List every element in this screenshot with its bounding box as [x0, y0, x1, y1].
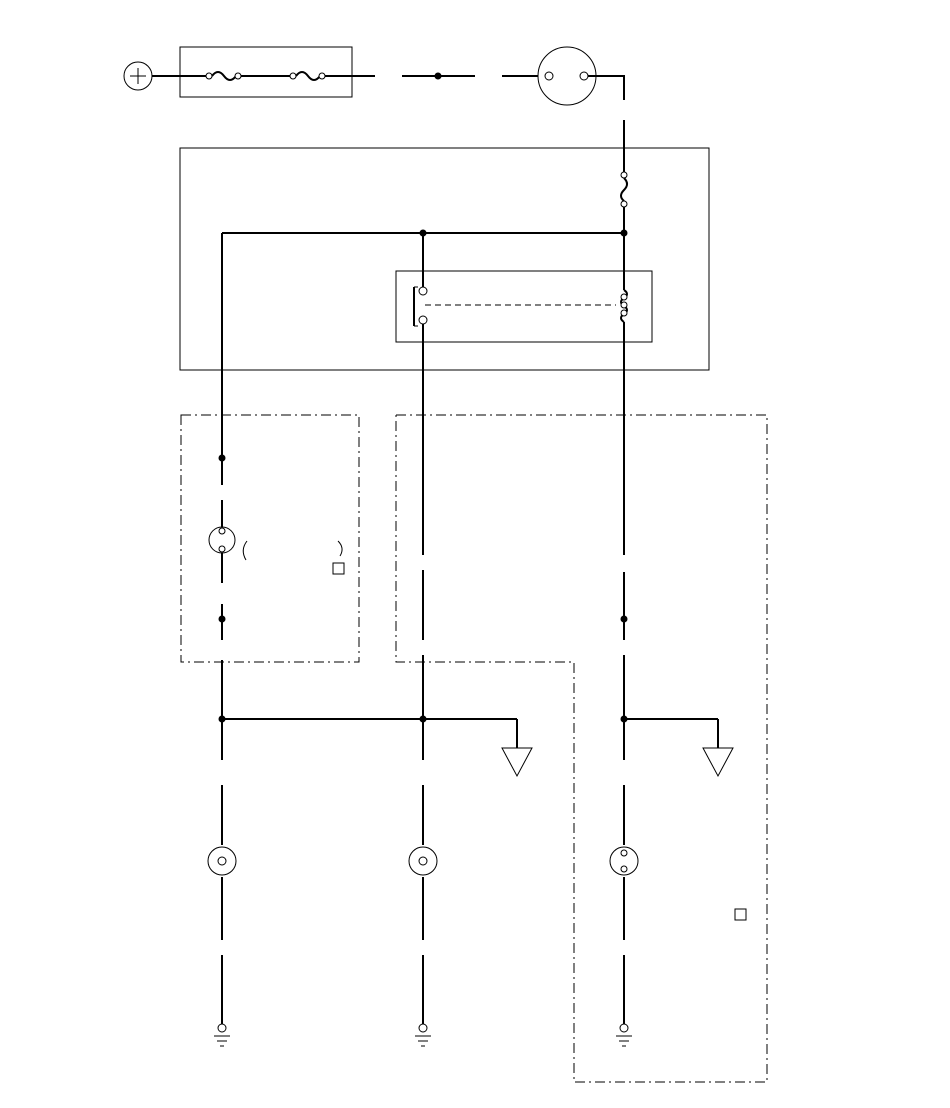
chassis-grounds: [214, 955, 632, 1047]
right-circuit: [620, 370, 628, 760]
signal-ground-join: [218, 715, 734, 778]
lamp-symbol: [207, 846, 237, 876]
switch-housing: [180, 370, 360, 663]
module-housing: [395, 414, 768, 1083]
reference-box: [332, 562, 345, 575]
connector-symbol: [537, 46, 625, 106]
relay-box: [179, 147, 710, 371]
battery-positive-symbol: [123, 61, 180, 91]
ground-symbol: [415, 1023, 431, 1047]
ground-symbol: [214, 1023, 230, 1047]
ground-symbol: [702, 747, 734, 778]
lower-components: [207, 785, 639, 940]
fusible-link-box: [179, 46, 375, 98]
lamp-symbol: [408, 846, 438, 876]
connector-symbol: [609, 846, 639, 876]
reference-box: [734, 908, 747, 921]
ground-symbol: [501, 747, 533, 778]
ground-symbol: [616, 1023, 632, 1047]
connector-symbol: [208, 526, 236, 554]
battery-feed-wire: [402, 72, 538, 80]
fuse-symbol: [620, 148, 628, 233]
relay-symbol: [395, 233, 653, 370]
